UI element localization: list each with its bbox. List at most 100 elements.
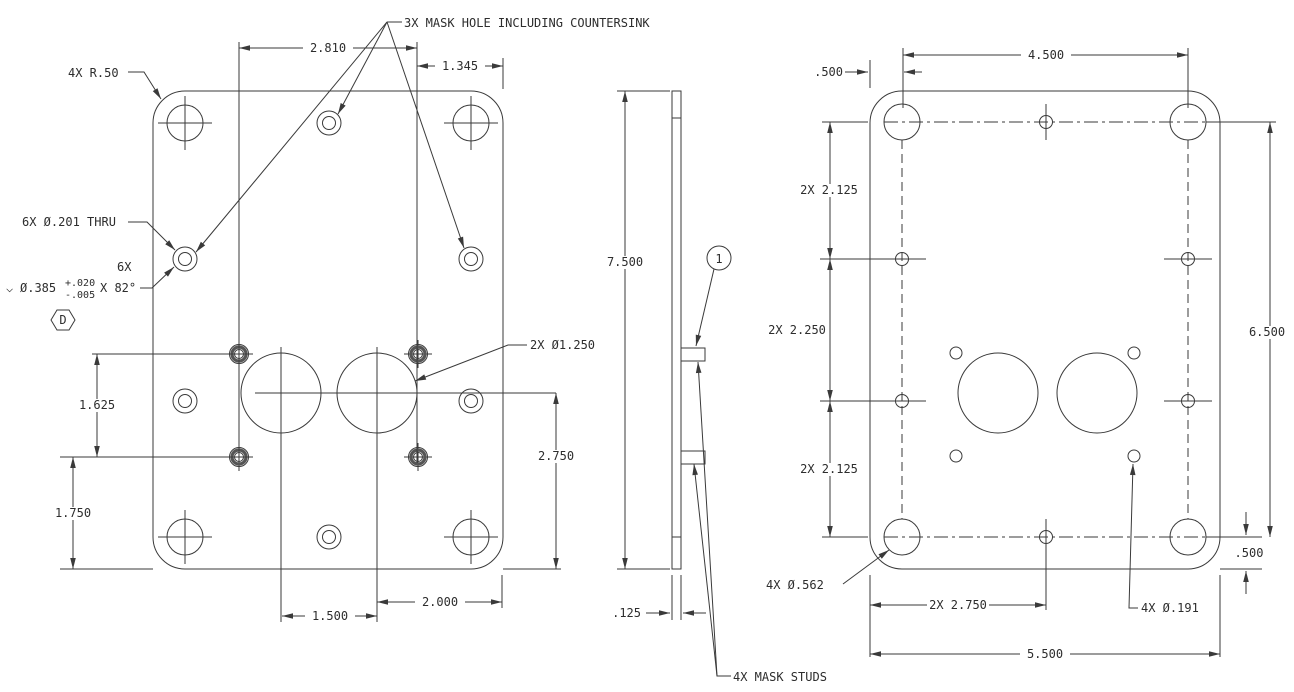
leader-mask-note-1 [337,21,388,115]
dim-500-top: .500 [814,65,843,79]
dim-label-bg [531,450,581,463]
dim-label-bg [927,595,989,608]
dim-5500: 5.500 [1027,647,1063,661]
balloon-leader [695,268,715,347]
dim-2810: 2.810 [310,41,346,55]
dim-1625: 1.625 [79,398,115,412]
dim-label-bg [48,507,98,520]
front-plate-outline [152,90,504,570]
dim-7500: 7.500 [607,255,643,269]
dim-label-bg [435,60,485,73]
back-corner-hole-bl [883,518,921,556]
mask-studs-leaders [692,361,731,677]
balloon-callout: 1 [695,245,732,347]
dim-1345: 1.345 [442,59,478,73]
label-stud-holes: 4X Ø.191 [1141,601,1199,615]
dim-label-bg [1021,45,1071,58]
back-hole-crosshairs [1045,104,1212,555]
front-countersunk-hole-ll [172,388,198,414]
leader-large-holes [414,344,527,382]
dim-label-bg [1020,644,1070,657]
label-corner-holes: 4X Ø.562 [766,578,824,592]
back-view: .500 4.500 2X 2.125 2X 2.250 2X 2.125 6.… [766,45,1293,661]
dim-label-bg [766,324,828,337]
label-csk-tol-plus: +.020 [65,278,95,289]
label-csk-tol-minus: -.005 [65,290,95,301]
balloon-item-number: 1 [715,252,722,266]
dim-2000: 2.000 [422,595,458,609]
label-large-holes: 2X Ø1.250 [530,338,595,352]
back-corner-holes [883,103,1207,556]
dim-1750: 1.750 [55,506,91,520]
dim-500-bottom: .500 [1235,546,1264,560]
front-large-hole-left [240,352,322,434]
dim-label-bg [303,42,353,55]
front-corner-hole-br [444,510,498,564]
dim-label-bg [798,184,860,197]
front-countersunk-hole-lr [458,388,484,414]
leader-thru-holes [128,221,176,251]
dim-1500: 1.500 [312,609,348,623]
front-countersunk-hole-bottom [316,524,342,550]
back-extension-lines [820,48,1276,657]
balloon-circle [706,245,732,271]
datum-flag: D [50,309,76,331]
side-view: 7.500 .125 1 4X MASK STUDS [600,90,827,684]
dim-row-top: 2X 2.125 [800,183,858,197]
datum-flag-hexagon [50,309,76,331]
front-countersunk-hole-top [316,110,342,136]
front-large-holes [240,347,556,622]
dim-6500: 6.500 [1249,325,1285,339]
leader-csk-spec [140,266,175,289]
leader-stud-lower [692,463,718,677]
dim-label-bg [305,610,355,623]
dim-2750x2: 2X 2.750 [929,598,987,612]
front-countersunk-hole-ur [458,246,484,272]
side-stud-upper [680,347,706,362]
dim-125: .125 [612,606,641,620]
side-dimension-lines [622,91,706,616]
label-corner-radius: 4X R.50 [68,66,119,80]
front-dimension-lines [70,45,559,619]
leader-corner-holes [842,549,890,585]
dim-label-bg [600,256,650,269]
back-corner-hole-tl [883,103,921,141]
back-large-holes [957,352,1138,434]
csk-symbol: ⌵ [6,281,13,295]
back-leaders [842,463,1138,609]
side-stud-lower [680,450,706,465]
label-csk-dia: Ø.385 [20,281,56,295]
back-large-hole-right [1056,352,1138,434]
dim-2750: 2.750 [538,449,574,463]
datum-letter: D [59,313,66,327]
label-csk-qty: 6X [117,260,132,274]
side-plate-edge [671,90,682,570]
dim-row-mid: 2X 2.250 [768,323,826,337]
front-corner-hole-tr [444,96,498,150]
leader-mask-note-3 [386,21,465,249]
front-countersunk-hole-ul [172,246,198,272]
back-stud-holes [949,346,1141,463]
leader-corner-radius [128,71,162,100]
front-extension-lines [60,42,561,608]
dim-row-bottom: 2X 2.125 [800,462,858,476]
back-thru-holes [895,115,1195,544]
dim-label-bg [72,399,122,412]
front-corner-hole-bl [158,510,212,564]
dim-label-bg [798,463,860,476]
front-stud-hole-ur [404,340,432,368]
leader-stud-holes [1128,463,1138,609]
front-leaders [128,21,527,382]
dim-4500: 4.500 [1028,48,1064,62]
note-mask-holes: 3X MASK HOLE INCLUDING COUNTERSINK [404,16,650,30]
leader-mask-note-2 [195,21,388,253]
label-mask-studs: 4X MASK STUDS [733,670,827,684]
label-csk-angle: X 82° [100,281,136,295]
front-view: 3X MASK HOLE INCLUDING COUNTERSINK 4X R.… [6,16,650,623]
back-large-hole-left [957,352,1039,434]
dim-label-bg [415,596,465,609]
dim-label-bg [1241,326,1293,339]
leader-stud-upper [695,361,731,677]
